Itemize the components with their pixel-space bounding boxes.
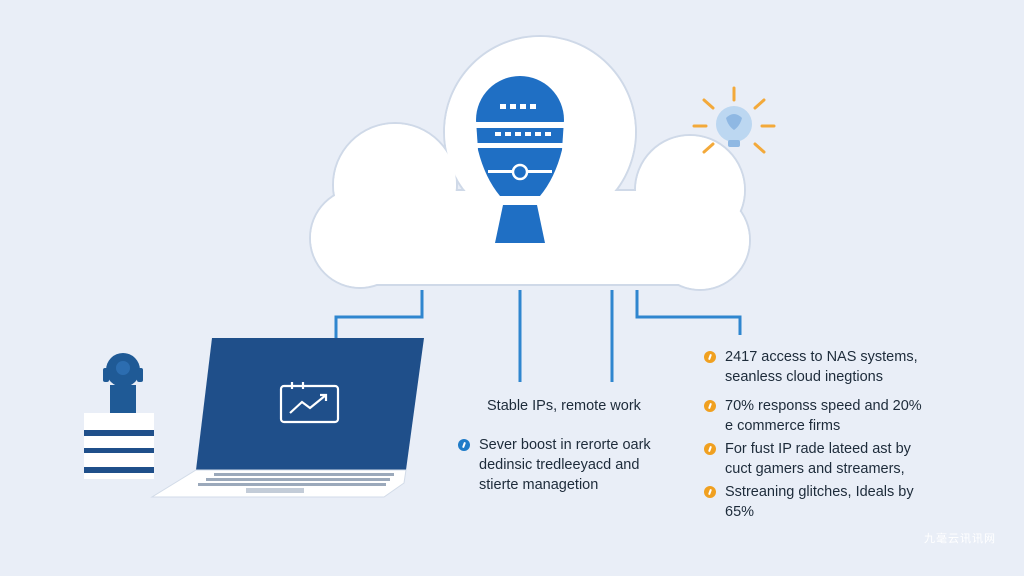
center-bullet-item: Sever boost in rerorte oark dedinsic tre… (458, 435, 651, 495)
right-item-3-line-1: For fust IP rade lateed ast by (725, 441, 911, 457)
info-bullet-icon (704, 351, 716, 363)
right-list-item-1: 2417 access to NAS systems, seanless clo… (704, 347, 918, 387)
center-heading: Stable IPs, remote work (487, 398, 641, 414)
connector-lines (334, 290, 742, 382)
info-bullet-icon (458, 439, 470, 451)
chart-icon (279, 382, 340, 424)
center-bullet-line-1: Sever boost in rerorte oark (479, 437, 651, 453)
right-item-4-line-1: Sstreaning glitches, Ideals by (725, 484, 914, 500)
document-stack-icon (84, 413, 154, 479)
right-item-1-line-1: 2417 access to NAS systems, (725, 349, 918, 365)
right-item-3-line-2: cuct gamers and streamers, (725, 461, 905, 477)
user-icon (103, 353, 143, 413)
lightbulb-icon (692, 86, 776, 154)
right-item-4-line-2: 65% (725, 504, 755, 520)
watermark: 九毫云讯讯网 (924, 532, 996, 545)
right-list-item-4: Sstreaning glitches, Ideals by 65% (704, 482, 914, 522)
right-item-2-line-2: e commerce firms (725, 418, 841, 434)
right-list-item-2: 70% responss speed and 20% e commerce fi… (704, 396, 922, 436)
info-bullet-icon (704, 486, 716, 498)
server-balloon-icon (474, 76, 566, 243)
right-item-1-line-2: seanless cloud inegtions (725, 369, 883, 385)
laptop-icon (150, 338, 424, 498)
info-bullet-icon (704, 443, 716, 455)
info-bullet-icon (704, 400, 716, 412)
right-item-2-line-1: 70% responss speed and 20% (725, 398, 922, 414)
right-list-item-3: For fust IP rade lateed ast by cuct game… (704, 439, 911, 479)
center-bullet-line-3: stierte managetion (479, 477, 599, 493)
center-bullet-line-2: dedinsic tredleeyacd and (479, 457, 640, 473)
